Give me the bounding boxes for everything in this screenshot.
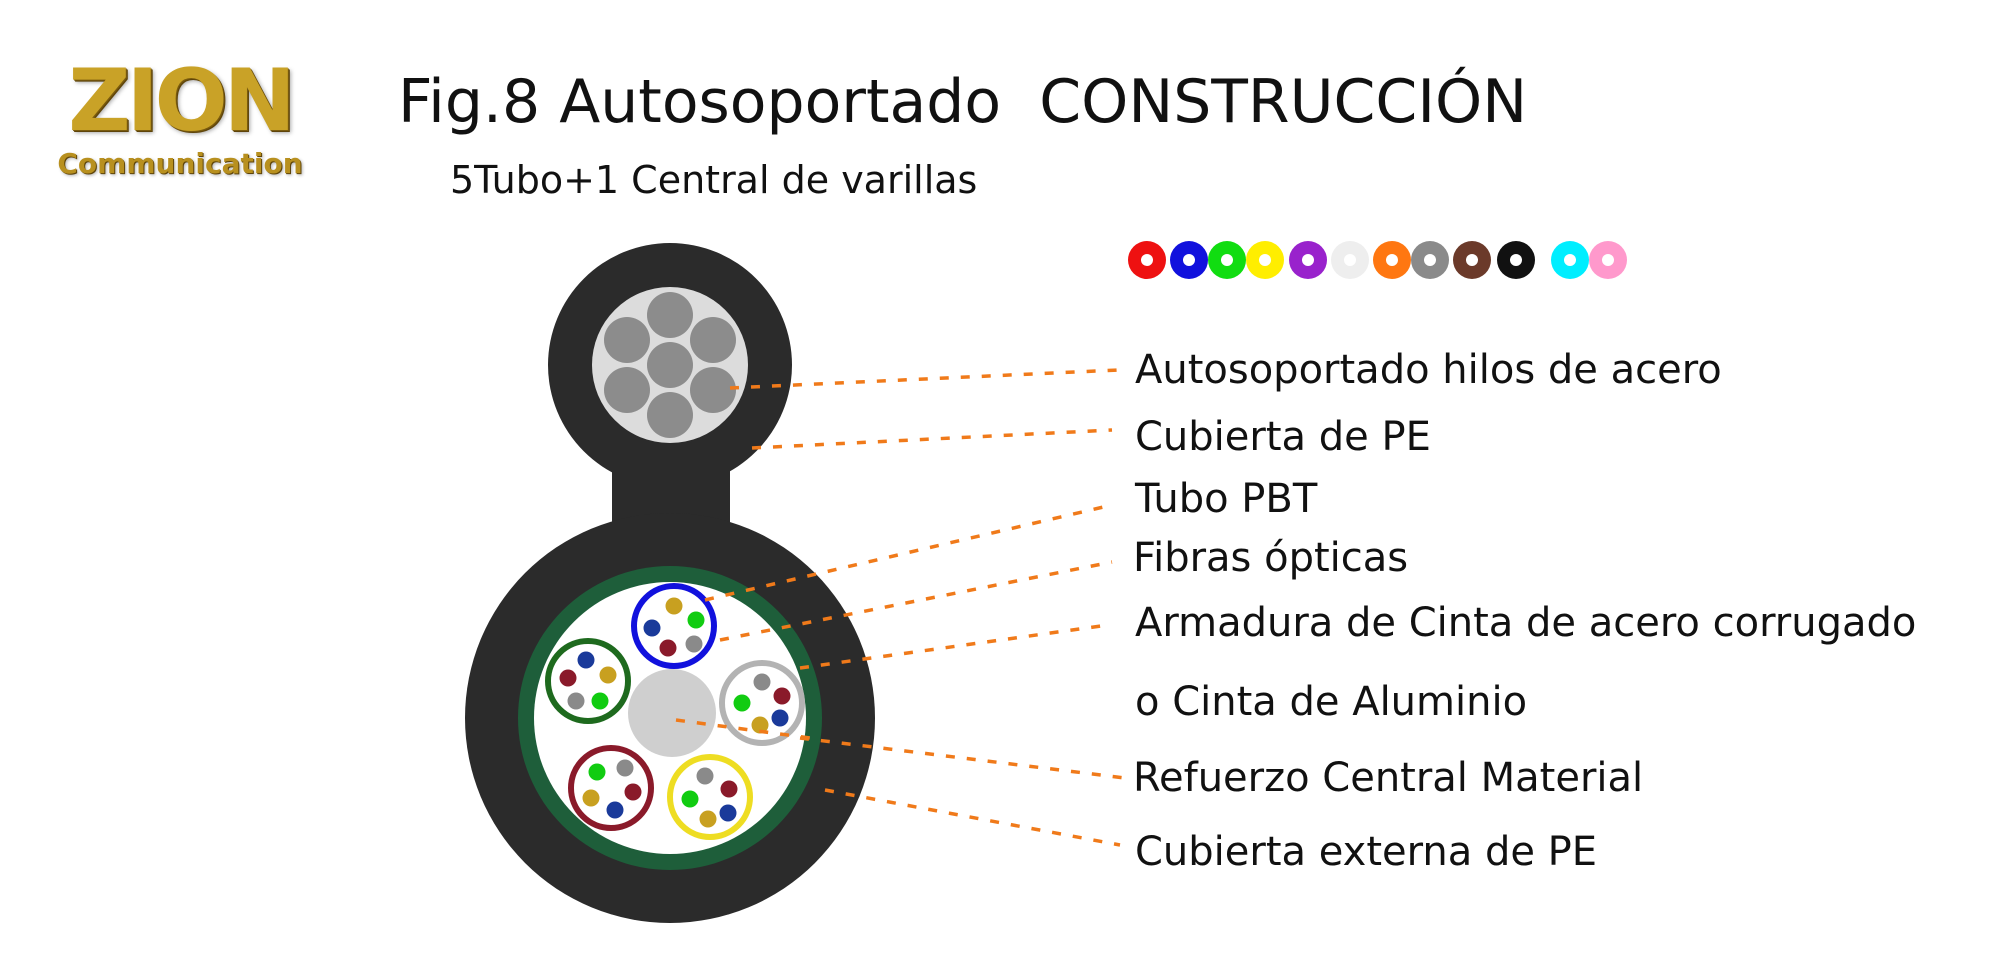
fiber-color-swatch-hole (1141, 254, 1153, 266)
fiber-color-legend (1128, 241, 1627, 279)
optical-fiber (696, 767, 714, 785)
label-optical-fibers: Fibras ópticas (1133, 535, 1409, 581)
optical-fiber (751, 716, 769, 734)
leader-line (719, 560, 1113, 642)
fiber-color-swatch-hole (1510, 254, 1522, 266)
optical-fiber (577, 651, 595, 669)
steel-wire-bundle (604, 292, 736, 438)
central-strength-member (628, 669, 716, 757)
optical-fiber (606, 801, 624, 819)
fiber-color-swatch-hole (1602, 254, 1614, 266)
leader-line (675, 718, 811, 740)
optical-fiber (685, 635, 703, 653)
optical-fiber (616, 759, 634, 777)
label-pbt-tube: Tubo PBT (1135, 476, 1318, 522)
steel-wire (647, 342, 693, 388)
fiber-color-swatch-hole (1466, 254, 1478, 266)
optical-fiber (559, 669, 577, 687)
logo-wordmark: ZION (68, 51, 295, 151)
steel-wire (690, 317, 736, 363)
zion-logo: ZION Communication (55, 58, 305, 188)
optical-fiber (659, 639, 677, 657)
leader-line (824, 788, 1121, 847)
optical-fiber (624, 783, 642, 801)
label-steel-wires: Autosoportado hilos de acero (1135, 347, 1722, 393)
optical-fiber (582, 789, 600, 807)
label-outer-sheath: Cubierta externa de PE (1135, 829, 1598, 875)
leader-line (799, 623, 1109, 670)
optical-fiber (719, 804, 737, 822)
steel-wire (647, 392, 693, 438)
leader-line (751, 428, 1113, 450)
fiber-color-swatch-hole (1259, 254, 1271, 266)
label-central-member: Refuerzo Central Material (1133, 755, 1644, 801)
messenger-wire-section (548, 243, 792, 532)
optical-fiber (733, 694, 751, 712)
steel-wire (604, 367, 650, 413)
label-pe-sheath: Cubierta de PE (1135, 414, 1431, 460)
fiber-color-swatch-hole (1564, 254, 1576, 266)
steel-wire (604, 317, 650, 363)
optical-fiber (720, 780, 738, 798)
optical-fiber (643, 619, 661, 637)
optical-fiber (699, 810, 717, 828)
leader-lines (675, 368, 1126, 847)
steel-wire (647, 292, 693, 338)
main-cable-section (465, 513, 875, 923)
optical-fiber (681, 790, 699, 808)
optical-fiber (687, 611, 705, 629)
optical-fiber (773, 687, 791, 705)
logo-subtitle: Communication (57, 147, 303, 180)
label-armor-alt: o Cinta de Aluminio (1135, 679, 1528, 725)
fiber-color-swatch-hole (1344, 254, 1356, 266)
label-armor: Armadura de Cinta de acero corrugado (1135, 600, 1917, 646)
optical-fiber (753, 673, 771, 691)
optical-fiber (771, 709, 789, 727)
optical-fiber (665, 597, 683, 615)
page-title: Fig.8 Autosoportado CONSTRUCCIÓN (398, 67, 1528, 137)
optical-fiber (588, 763, 606, 781)
pbt-tubes (545, 583, 805, 840)
page-subtitle: 5Tubo+1 Central de varillas (450, 158, 978, 202)
fiber-color-swatch-hole (1424, 254, 1436, 266)
leader-line (729, 368, 1119, 390)
fiber-color-swatch-hole (1386, 254, 1398, 266)
optical-fiber (567, 692, 585, 710)
fiber-color-swatch-hole (1302, 254, 1314, 266)
optical-fiber (591, 692, 609, 710)
optical-fiber (599, 666, 617, 684)
leader-line (704, 503, 1113, 602)
fiber-color-swatch-hole (1183, 254, 1195, 266)
fiber-color-swatch-hole (1221, 254, 1233, 266)
steel-wire (690, 367, 736, 413)
